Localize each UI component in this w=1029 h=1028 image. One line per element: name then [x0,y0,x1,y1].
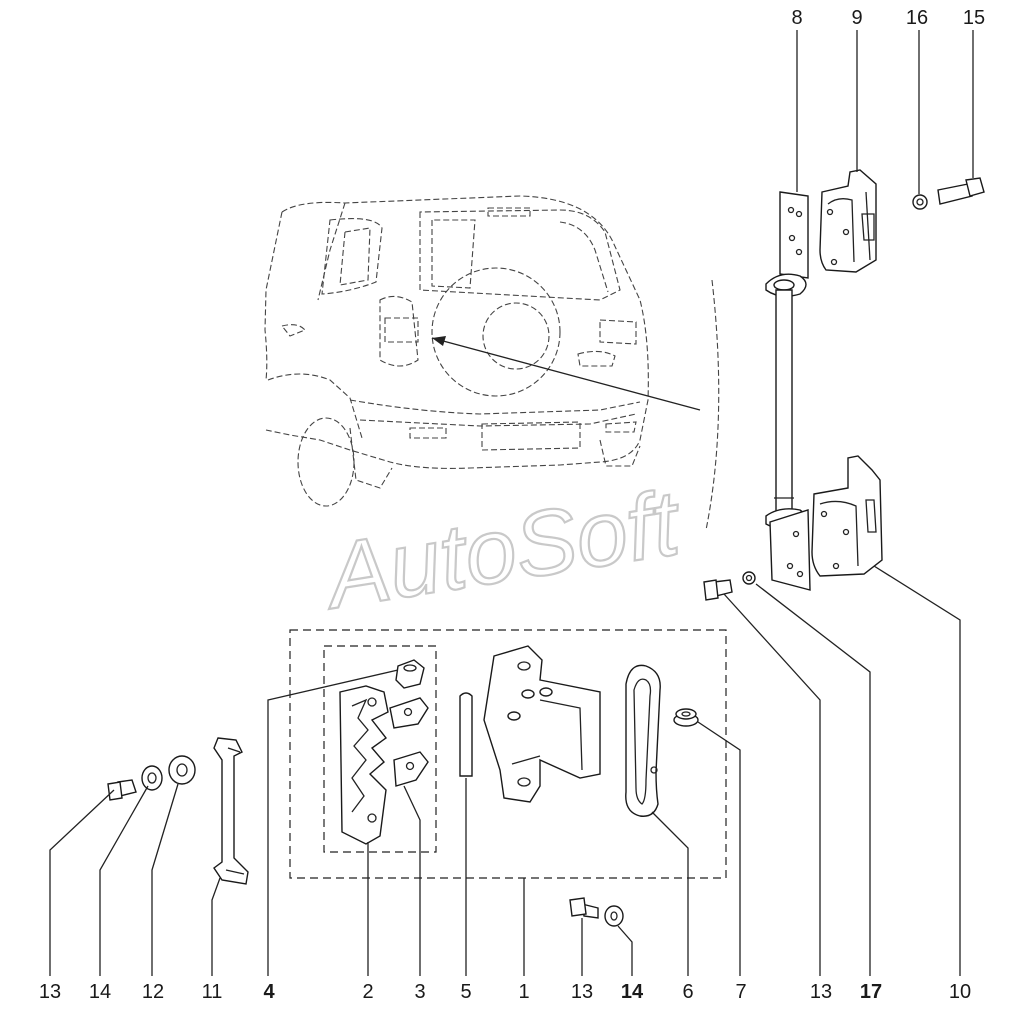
loop-bracket-icon [625,664,661,817]
label-5: 5 [460,981,471,1003]
bottom-leaders [49,565,961,976]
label-2: 2 [362,981,373,1003]
door-stop-bracket-icon [483,645,601,803]
pin-5-icon [459,692,473,777]
bushing-7-icon [673,708,699,727]
label-10: 10 [949,981,971,1003]
nut-4-icon [395,659,425,689]
label-9: 9 [851,7,862,29]
lower-hinge-body [811,455,883,577]
label-11: 11 [202,981,223,1003]
kit-frame [289,629,727,879]
label-16: 16 [906,7,928,29]
label-14-b: 14 [621,981,644,1003]
top-leaders [796,30,974,194]
lower-fasteners [569,897,624,927]
hinge-pin-rod [775,289,793,519]
label-8: 8 [791,7,802,29]
label-1: 1 [518,981,529,1003]
bottom-labels: 13 14 12 11 4 2 3 5 1 13 14 6 7 13 17 10 [39,981,971,1003]
door-hinge-assembly [703,169,985,601]
top-labels: 8 9 16 15 [791,7,985,29]
detail-pointer [431,279,720,531]
upper-hinge-leaf [779,191,809,279]
left-fasteners [107,755,196,801]
watermark: AutoSoft [316,472,689,629]
label-13-b: 13 [571,981,593,1003]
label-6: 6 [682,981,693,1003]
upper-hinge-body [819,169,877,273]
label-13-c: 13 [810,981,832,1003]
car-outline [264,195,649,507]
label-7: 7 [735,981,746,1003]
label-13-a: 13 [39,981,61,1003]
label-3: 3 [414,981,425,1003]
label-14-a: 14 [89,981,111,1003]
bolt-15-icon [937,183,973,205]
label-15: 15 [963,7,985,29]
shim-plate-icon [213,737,249,885]
striker-plate-icon [339,685,429,845]
label-4: 4 [263,981,275,1003]
sub-kit-frame [323,645,437,853]
label-12: 12 [142,981,164,1003]
lower-hinge-leaf [769,509,811,591]
label-17: 17 [860,981,882,1003]
